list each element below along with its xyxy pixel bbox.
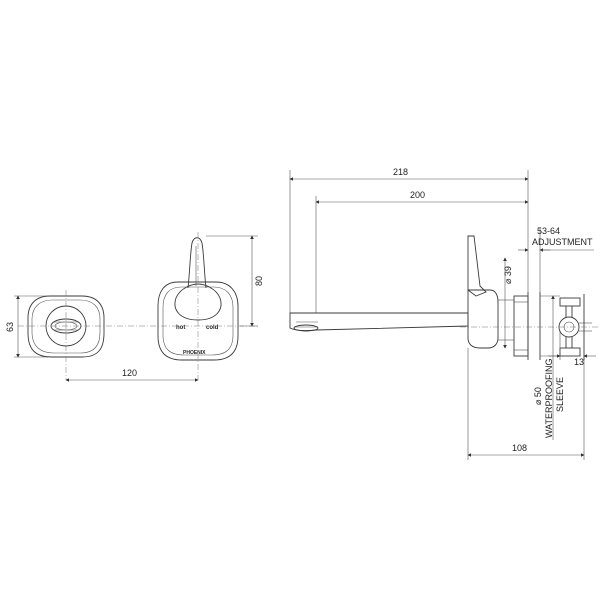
brand-label: PHOENIX [183,350,206,356]
dimension-80 [206,235,258,327]
dimension-63-label: 63 [5,322,15,332]
dimension-200-label: 200 [410,190,425,200]
dimension-13 [548,332,596,360]
adjustment-value-label: 53-64 [537,226,560,236]
hot-label: hot [176,325,185,331]
dimension-120-label: 120 [122,368,137,378]
sleeve-label-line2: SLEEVE [555,377,565,412]
sleeve-label-line1: WATERPROOFING [544,359,554,439]
diameter-39-label: ⌀ 39 [503,266,513,284]
dimension-63 [14,295,48,358]
mixer-cover-plate [157,281,239,361]
dimension-200 [315,196,529,313]
dimension-adjustment [518,228,594,292]
spout-side-view [289,312,469,332]
dimension-108 [467,348,585,460]
dimension-218 [289,170,529,313]
adjustment-text-label: ADJUSTMENT [532,237,593,247]
dimension-13-label: 13 [574,357,584,367]
dimension-80-label: 80 [254,276,264,286]
wall-valve-body [513,292,560,360]
dimension-218-label: 218 [393,167,408,177]
diameter-50-label: ⌀ 50 [533,387,543,405]
dimension-108-label: 108 [512,443,527,453]
mixer-body-side-view [467,235,514,349]
cold-label: cold [206,325,219,331]
